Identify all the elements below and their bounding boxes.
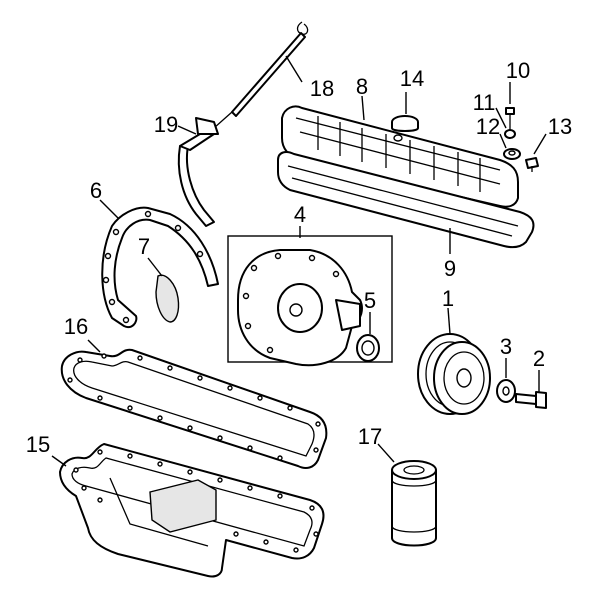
leader-11	[495, 107, 507, 129]
part-timing-cover-box	[227, 235, 393, 367]
callout-17: 17	[358, 424, 382, 449]
leader-17	[377, 443, 395, 463]
part-bolt-10	[505, 107, 515, 130]
part-grommet-12	[503, 148, 521, 160]
part-bolt-2	[515, 391, 547, 409]
leader-8	[361, 95, 365, 121]
callout-15: 15	[26, 432, 50, 457]
leader-1	[447, 307, 451, 335]
part-washer-11	[504, 129, 516, 139]
leader-12	[499, 133, 507, 149]
callout-2: 2	[533, 346, 545, 371]
callout-1: 1	[442, 286, 454, 311]
part-timing-cover-gasket	[101, 206, 219, 328]
leader-19	[177, 125, 197, 135]
part-oil-slinger	[155, 274, 180, 323]
part-dipstick	[213, 21, 309, 129]
leader-18	[285, 55, 303, 83]
callout-11: 11	[473, 90, 496, 115]
leader-7	[147, 257, 163, 277]
callout-7: 7	[138, 234, 150, 259]
part-front-seal	[356, 334, 380, 362]
leader-15	[51, 455, 67, 467]
callout-12: 12	[476, 114, 500, 139]
callout-10: 10	[506, 58, 530, 83]
callout-labels: 1 2 3 4 5 6 7 8 9 10 11 12 13 14 15 16 1…	[26, 58, 572, 457]
part-crank-pulley	[417, 333, 491, 415]
callout-3: 3	[500, 334, 512, 359]
part-oil-filler-cap	[391, 115, 419, 132]
part-valve-cover	[281, 105, 519, 208]
part-washer-3	[496, 379, 516, 403]
callout-13: 13	[548, 114, 572, 139]
part-oil-pan	[59, 443, 325, 578]
leader-16	[87, 339, 101, 353]
part-oil-filter	[391, 460, 437, 547]
callout-19: 19	[154, 112, 178, 137]
part-stud-13	[525, 157, 539, 172]
callout-16: 16	[64, 314, 88, 339]
part-valve-cover-gasket	[277, 151, 535, 249]
callout-6: 6	[90, 178, 102, 203]
callout-4: 4	[294, 202, 306, 227]
leader-lines	[51, 55, 547, 467]
callout-8: 8	[356, 74, 368, 99]
callout-9: 9	[444, 256, 456, 281]
callout-14: 14	[400, 66, 424, 91]
part-oil-pan-gasket	[60, 348, 328, 469]
callout-5: 5	[364, 288, 376, 313]
part-dipstick-tube	[177, 117, 219, 227]
leader-13	[533, 133, 547, 155]
leader-6	[99, 199, 119, 219]
callout-18: 18	[310, 76, 334, 101]
